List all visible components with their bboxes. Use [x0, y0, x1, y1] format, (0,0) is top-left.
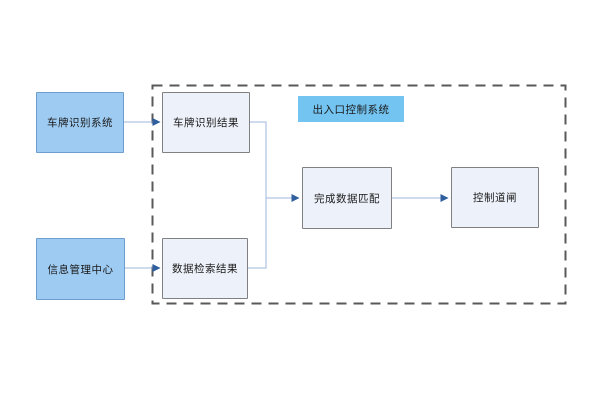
node-label: 车牌识别系统: [47, 117, 113, 129]
node-label: 信息管理中心: [47, 263, 114, 276]
control-system-title-badge: 出入口控制系统: [298, 96, 404, 122]
node-plate-recognition-result: 车牌识别结果: [162, 92, 250, 153]
node-complete-data-matching: 完成数据匹配: [302, 167, 392, 229]
node-label: 完成数据匹配: [314, 192, 380, 205]
control-system-title-label: 出入口控制系统: [312, 103, 390, 116]
node-label: 数据检索结果: [172, 263, 238, 275]
node-label: 车牌识别结果: [173, 117, 239, 129]
node-label: 控制道闸: [473, 192, 517, 204]
node-control-barrier-gate: 控制道闸: [451, 167, 539, 228]
node-plate-recognition-system: 车牌识别系统: [36, 92, 124, 153]
node-data-retrieval-result: 数据检索结果: [162, 238, 248, 299]
node-info-management-center: 信息管理中心: [36, 238, 125, 300]
